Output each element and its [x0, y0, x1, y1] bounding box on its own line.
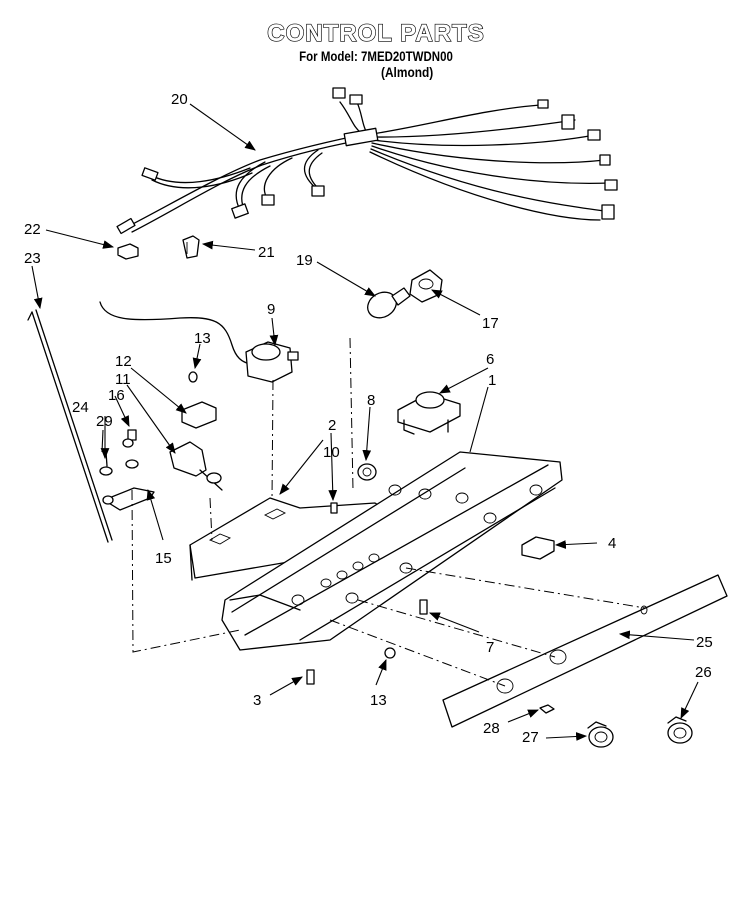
callout-24: 24 [72, 399, 89, 416]
model-variant: (Almond) [381, 64, 434, 80]
callout-13-bottom: 13 [370, 692, 387, 709]
housing-clip[interactable] [521, 536, 555, 560]
alignment-lines [131, 337, 646, 687]
control-panel[interactable] [442, 574, 728, 728]
callout-17: 17 [482, 315, 499, 332]
control-knob-left[interactable] [587, 721, 614, 748]
wire-clip[interactable] [182, 235, 200, 259]
callout-4: 4 [608, 535, 616, 552]
callout-7: 7 [486, 639, 494, 656]
grommet[interactable] [357, 463, 377, 481]
leader-lines [31, 103, 699, 741]
wire-harness[interactable] [116, 87, 618, 235]
cold-control-rod[interactable] [27, 309, 113, 543]
knob-insert[interactable] [539, 704, 555, 714]
callout-1: 1 [488, 372, 496, 389]
small-fasteners[interactable] [99, 371, 198, 511]
harness-retainer[interactable] [117, 243, 139, 260]
callout-labels: 20 22 21 23 19 17 9 13 12 6 11 1 16 8 24… [24, 91, 713, 746]
callout-19: 19 [296, 252, 313, 269]
callout-23: 23 [24, 250, 41, 267]
model-number: For Model: 7MED20TWDN00 [299, 48, 453, 64]
callout-16: 16 [108, 387, 125, 404]
callout-15: 15 [155, 550, 172, 567]
diagram-title: CONTROL PARTS [267, 19, 485, 47]
light-socket[interactable] [409, 269, 443, 303]
callout-27: 27 [522, 729, 539, 746]
callout-26: 26 [695, 664, 712, 681]
callout-13-top: 13 [194, 330, 211, 347]
control-switch[interactable] [397, 391, 461, 435]
callout-20: 20 [171, 91, 188, 108]
control-knob-right[interactable] [667, 716, 693, 744]
callout-29: 29 [96, 413, 113, 430]
callout-10: 10 [323, 444, 340, 461]
callout-11: 11 [115, 371, 131, 388]
callout-6: 6 [486, 351, 494, 368]
screws[interactable] [306, 502, 428, 685]
callout-12: 12 [115, 353, 132, 370]
callout-3: 3 [253, 692, 261, 709]
light-bulb[interactable] [363, 287, 411, 323]
callout-22: 22 [24, 221, 41, 238]
callout-8: 8 [367, 392, 375, 409]
thermostat[interactable] [99, 301, 299, 383]
callout-21: 21 [258, 244, 275, 261]
callout-2: 2 [328, 417, 336, 434]
control-bracket[interactable] [169, 401, 223, 491]
callout-9: 9 [267, 301, 275, 318]
callout-25: 25 [696, 634, 713, 651]
callout-28: 28 [483, 720, 500, 737]
control-housing[interactable] [221, 451, 563, 651]
